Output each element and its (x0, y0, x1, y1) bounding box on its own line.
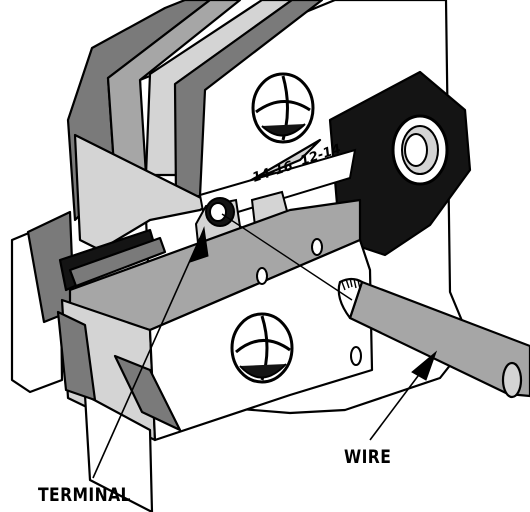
upper-screw (251, 72, 315, 144)
insertion-guide-line (221, 213, 353, 301)
wire-label: WIRE (344, 446, 392, 468)
lower-screw (230, 312, 294, 384)
wire-leader (369, 350, 438, 441)
upper-jaw-handle (66, 0, 324, 252)
lower-jaw (10, 198, 374, 512)
pivot-bolt (391, 114, 449, 186)
terminal-label: TERMINAL (38, 484, 131, 506)
terminal-leader (92, 226, 209, 479)
lower-jaw-holes (256, 238, 362, 366)
